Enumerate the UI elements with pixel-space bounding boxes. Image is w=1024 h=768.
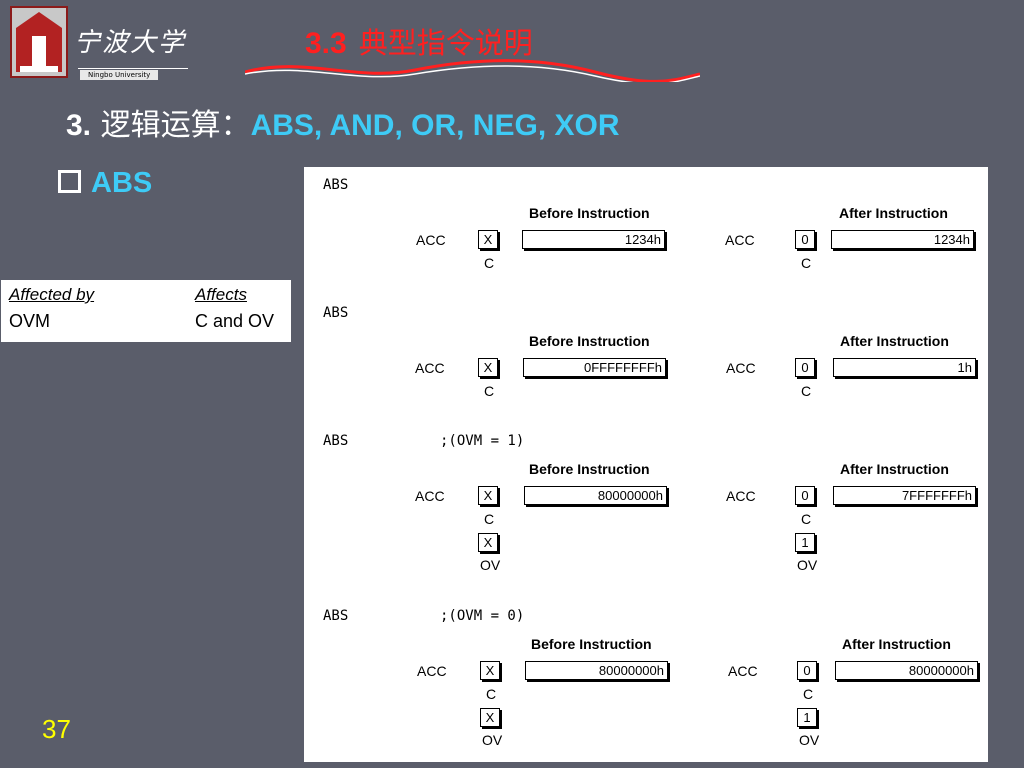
before-acc-register: 80000000h [524, 486, 667, 505]
before-acc-label: ACC [415, 360, 445, 376]
square-bullet-icon [58, 170, 81, 193]
bullet-label: ABS [91, 167, 153, 199]
before-carry-label: C [486, 686, 497, 702]
after-acc-register: 7FFFFFFFh [833, 486, 976, 505]
after-acc-register: 1234h [831, 230, 974, 249]
university-name-en: Ningbo University [80, 70, 159, 80]
before-carry-label: C [484, 511, 495, 527]
after-carry-flag: 0 [797, 661, 817, 680]
logo-divider [78, 68, 188, 69]
before-acc-label: ACC [417, 663, 447, 679]
after-carry-label: C [801, 511, 812, 527]
after-carry-label: C [801, 383, 812, 399]
after-acc-register: 80000000h [835, 661, 978, 680]
after-carry-flag: 0 [795, 486, 815, 505]
after-acc-label: ACC [726, 488, 756, 504]
before-acc-register: 1234h [522, 230, 665, 249]
before-acc-register: 80000000h [525, 661, 668, 680]
before-carry-label: C [484, 383, 495, 399]
example-mnemonic: ABS [323, 305, 349, 321]
after-header: After Instruction [840, 333, 949, 349]
before-header: Before Instruction [529, 205, 650, 221]
before-acc-label: ACC [416, 232, 446, 248]
section-heading: 3. 逻辑运算：ABS, AND, OR, NEG, XOR [66, 100, 620, 144]
example-mnemonic: ABS [323, 177, 349, 193]
slide-title: 3.3 典型指令说明 [305, 20, 533, 62]
after-ov-flag: 1 [797, 708, 817, 727]
example-comment: ;(OVM = 0) [440, 608, 525, 624]
example-3: ABS ;(OVM = 1) Before Instruction After … [304, 423, 988, 583]
after-ov-label: OV [797, 557, 818, 573]
before-ov-flag: X [478, 533, 498, 552]
university-name-cn: 宁波大学 [74, 28, 187, 58]
page-number: 37 [42, 714, 71, 744]
before-ov-label: OV [482, 732, 503, 748]
after-ov-label: OV [799, 732, 820, 748]
section-number: 3.3 [305, 27, 347, 60]
after-header: After Instruction [840, 461, 949, 477]
section-title: 典型指令说明 [358, 26, 533, 60]
example-mnemonic: ABS [323, 608, 349, 624]
affects-header: Affects [195, 285, 247, 304]
university-logo-icon [10, 6, 68, 78]
before-carry-flag: X [478, 358, 498, 377]
after-carry-label: C [803, 686, 814, 702]
after-acc-label: ACC [728, 663, 758, 679]
before-carry-flag: X [480, 661, 500, 680]
example-4: ABS ;(OVM = 0) Before Instruction After … [304, 598, 988, 758]
example-mnemonic: ABS [323, 433, 349, 449]
before-carry-flag: X [478, 230, 498, 249]
before-header: Before Instruction [529, 333, 650, 349]
affects-table: Affected by Affects OVM C and OV [1, 280, 291, 342]
before-header: Before Instruction [529, 461, 650, 477]
affected-by-header: Affected by [9, 285, 95, 304]
after-header: After Instruction [839, 205, 948, 221]
example-2: ABS Before Instruction After Instruction… [304, 295, 988, 425]
after-acc-register: 1h [833, 358, 976, 377]
before-acc-register: 0FFFFFFFFh [523, 358, 666, 377]
affected-by-value: OVM [9, 311, 51, 331]
heading-number: 3. [66, 109, 92, 142]
example-1: ABS Before Instruction After Instruction… [304, 167, 988, 297]
heading-instructions: ABS, AND, OR, NEG, XOR [250, 109, 620, 142]
before-ov-flag: X [480, 708, 500, 727]
after-acc-label: ACC [726, 360, 756, 376]
after-header: After Instruction [842, 636, 951, 652]
bullet-abs: ABS [58, 167, 152, 200]
before-ov-label: OV [480, 557, 501, 573]
before-carry-flag: X [478, 486, 498, 505]
before-carry-label: C [484, 255, 495, 271]
before-header: Before Instruction [531, 636, 652, 652]
before-acc-label: ACC [415, 488, 445, 504]
abs-examples-diagram: ABS Before Instruction After Instruction… [304, 167, 988, 762]
heading-label: 逻辑运算： [100, 108, 251, 143]
after-ov-flag: 1 [795, 533, 815, 552]
example-comment: ;(OVM = 1) [440, 433, 525, 449]
after-carry-flag: 0 [795, 230, 815, 249]
after-carry-flag: 0 [795, 358, 815, 377]
after-carry-label: C [801, 255, 812, 271]
affects-value: C and OV [195, 311, 275, 331]
header-wave-decoration [245, 59, 700, 82]
after-acc-label: ACC [725, 232, 755, 248]
